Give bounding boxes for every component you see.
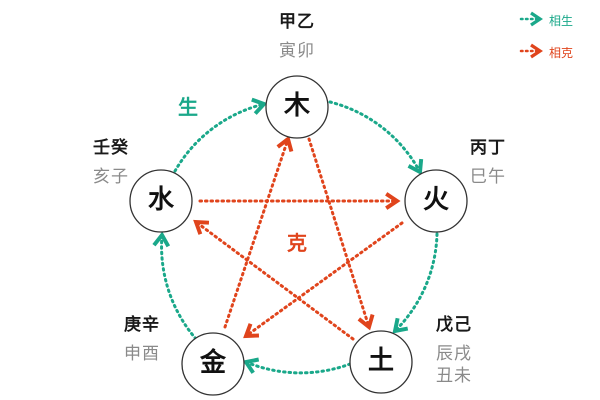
earth-stems: 戊己 bbox=[436, 315, 472, 335]
generate-arrow-water-wood bbox=[173, 97, 268, 173]
water-branches: 亥子 bbox=[93, 167, 129, 187]
fire-char: 火 bbox=[423, 185, 450, 215]
overcome-arrow-metal-wood bbox=[223, 135, 294, 329]
water-circle bbox=[129, 169, 193, 233]
legend-generate: 相生 bbox=[549, 12, 573, 29]
generate-arrow-metal-water bbox=[152, 231, 198, 341]
generate-title: 生 bbox=[178, 95, 198, 119]
earth-branches-line1: 辰戌 bbox=[436, 344, 472, 364]
metal-circle bbox=[181, 332, 245, 396]
water-stems: 壬癸 bbox=[93, 138, 129, 158]
overcome-arrow-earth-water bbox=[193, 219, 355, 341]
overcome-title: 克 bbox=[287, 231, 307, 255]
generate-arrow-earth-metal bbox=[242, 357, 352, 375]
earth-branches-line2: 丑未 bbox=[436, 366, 472, 386]
wood-branches: 寅卯 bbox=[279, 41, 315, 61]
earth-circle bbox=[349, 330, 413, 394]
water-char: 水 bbox=[148, 185, 175, 215]
generate-arrow-wood-fire bbox=[328, 100, 424, 176]
overcome-arrow-wood-earth bbox=[307, 137, 375, 331]
legend-overcome: 相克 bbox=[549, 44, 573, 61]
metal-branches: 申酉 bbox=[124, 344, 160, 364]
metal-char: 金 bbox=[200, 348, 227, 378]
overcome-arrow-fire-metal bbox=[243, 221, 404, 339]
metal-stems: 庚辛 bbox=[124, 315, 160, 335]
wood-char: 木 bbox=[284, 91, 311, 121]
earth-char: 土 bbox=[368, 346, 395, 376]
legend-overcome-label: 相克 bbox=[549, 46, 574, 60]
legend-generate-label: 相生 bbox=[549, 14, 574, 28]
generate-arrow-fire-earth bbox=[392, 232, 439, 334]
fire-branches: 巳午 bbox=[470, 167, 506, 187]
wood-stems: 甲乙 bbox=[279, 12, 315, 32]
wood-circle bbox=[265, 75, 329, 139]
fire-stems: 丙丁 bbox=[470, 138, 506, 158]
fire-circle bbox=[404, 169, 468, 233]
